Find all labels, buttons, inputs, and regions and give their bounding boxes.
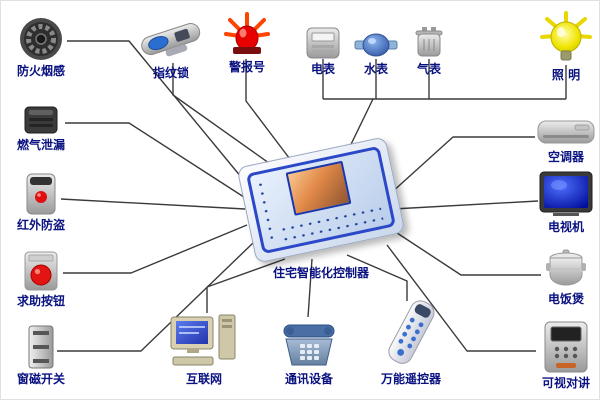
device-label-window: 窗磁开关 bbox=[16, 372, 65, 386]
television-icon bbox=[539, 171, 593, 217]
telephone-icon bbox=[280, 319, 338, 369]
electric-meter-icon bbox=[306, 27, 340, 59]
device-gas-meter: 气表 bbox=[401, 25, 457, 76]
device-smoke-sensor: 防火烟感 bbox=[9, 17, 73, 78]
device-label-gas-leak: 燃气泄漏 bbox=[16, 138, 65, 152]
device-label-communication: 通讯设备 bbox=[284, 372, 333, 386]
device-label-electric-meter: 电表 bbox=[310, 62, 335, 76]
gas-meter-icon bbox=[414, 25, 444, 59]
device-label-smoke: 防火烟感 bbox=[16, 64, 65, 78]
device-label-water-meter: 水表 bbox=[363, 62, 388, 76]
device-label-internet: 互联网 bbox=[185, 372, 222, 386]
device-label-aircon: 空调器 bbox=[547, 150, 584, 164]
device-alarm: 警报号 bbox=[216, 11, 278, 74]
device-label-help: 求助按钮 bbox=[16, 294, 65, 308]
device-water-meter: 水表 bbox=[348, 31, 404, 76]
device-help-button: 求助按钮 bbox=[9, 251, 73, 308]
device-label-fingerprint: 指纹锁 bbox=[152, 66, 189, 80]
alarm-siren-icon bbox=[224, 11, 270, 57]
water-meter-icon bbox=[354, 31, 398, 59]
device-fingerprint-lock: 指纹锁 bbox=[131, 17, 211, 80]
help-button-icon bbox=[24, 251, 58, 291]
computer-icon bbox=[167, 311, 241, 369]
central-controller: 住宅智能化控制器 bbox=[231, 136, 411, 280]
device-television: 电视机 bbox=[530, 171, 599, 234]
device-gas-leak: 燃气泄漏 bbox=[9, 105, 73, 152]
air-conditioner-icon bbox=[537, 117, 595, 147]
video-intercom-icon bbox=[544, 321, 588, 373]
smoke-sensor-icon bbox=[19, 17, 63, 61]
controller-side-buttons bbox=[254, 178, 280, 243]
device-lighting: 照 明 bbox=[530, 11, 599, 82]
device-rice-cooker: 电饭煲 bbox=[530, 249, 599, 306]
window-switch-icon bbox=[28, 325, 54, 369]
device-air-conditioner: 空调器 bbox=[530, 117, 599, 164]
device-internet: 互联网 bbox=[159, 311, 249, 386]
device-label-tv: 电视机 bbox=[547, 220, 584, 234]
controller-frame bbox=[245, 145, 397, 255]
device-label-lighting: 照 明 bbox=[551, 68, 581, 82]
device-remote-control: 万能遥控器 bbox=[363, 297, 459, 386]
controller-panel-icon bbox=[236, 136, 406, 264]
device-label-gas-meter: 气表 bbox=[416, 62, 441, 76]
device-electric-meter: 电表 bbox=[295, 27, 351, 76]
device-label-alarm: 警报号 bbox=[228, 60, 265, 74]
controller-label: 住宅智能化控制器 bbox=[272, 266, 369, 280]
device-label-infrared: 红外防盗 bbox=[16, 218, 65, 232]
light-bulb-icon bbox=[539, 11, 593, 65]
rice-cooker-icon bbox=[543, 249, 589, 289]
device-label-intercom: 可视对讲 bbox=[541, 376, 590, 390]
device-label-remote: 万能遥控器 bbox=[380, 372, 441, 386]
device-infrared: 红外防盗 bbox=[9, 173, 73, 232]
gas-leak-icon bbox=[23, 105, 59, 135]
device-label-cooker: 电饭煲 bbox=[547, 292, 584, 306]
device-communication: 通讯设备 bbox=[267, 319, 351, 386]
remote-control-icon bbox=[379, 297, 443, 369]
device-video-intercom: 可视对讲 bbox=[530, 321, 599, 390]
controller-screen bbox=[285, 160, 352, 216]
infrared-sensor-icon bbox=[26, 173, 56, 215]
fingerprint-lock-icon bbox=[136, 17, 206, 63]
device-window-switch: 窗磁开关 bbox=[9, 325, 73, 386]
